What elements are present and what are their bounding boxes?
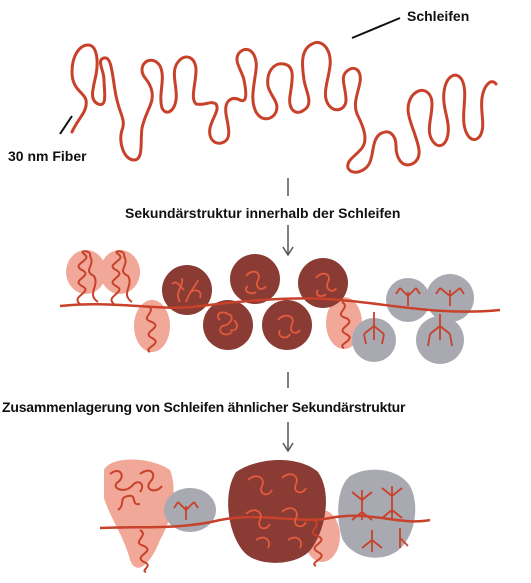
fiber-label: 30 nm Fiber [8, 148, 87, 164]
fiber-pointer [60, 116, 72, 134]
aggregated-loops [100, 460, 430, 573]
aggregation-label: Zusammenlagerung von Schleifen ähnlicher… [2, 399, 405, 415]
loops-label: Schleifen [407, 8, 469, 24]
fiber-loops [72, 42, 496, 172]
secondary-structure [60, 250, 500, 364]
secondary-structure-label: Sekundärstruktur innerhalb der Schleifen [125, 205, 400, 221]
loops-pointer [352, 18, 400, 38]
